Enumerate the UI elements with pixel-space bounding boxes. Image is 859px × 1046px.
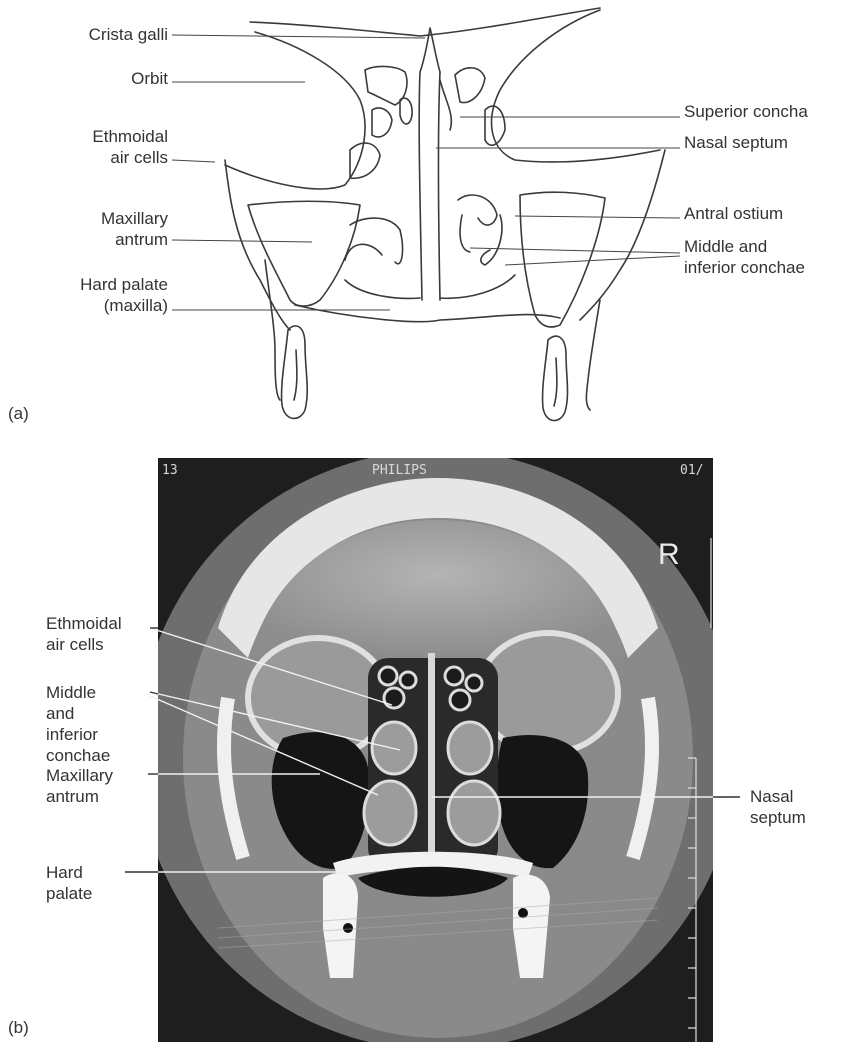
- orientation-marker: R: [658, 538, 680, 572]
- label-crista-galli: Crista galli: [24, 24, 168, 45]
- label-ethmoidal-air-cells-line1: Ethmoidal: [24, 126, 168, 147]
- label-maxillary-antrum-line2: antrum: [24, 229, 168, 250]
- label-b-nasal-septum-line1: Nasal: [750, 786, 793, 807]
- label-b-conchae-line4: conchae: [46, 745, 110, 766]
- label-nasal-septum: Nasal septum: [684, 132, 788, 153]
- ct-scan-image: [158, 458, 713, 1042]
- label-middle-inferior-conchae-line1: Middle and: [684, 236, 767, 257]
- tooth-left: [282, 326, 308, 419]
- scan-slice-number: 13: [162, 463, 178, 478]
- label-b-conchae-line1: Middle: [46, 682, 96, 703]
- label-superior-concha: Superior concha: [684, 101, 808, 122]
- label-hard-palate-line2: (maxilla): [24, 295, 168, 316]
- skull-contour: [250, 8, 600, 36]
- tooth-right: [543, 336, 568, 420]
- orbit-left: [225, 32, 365, 189]
- label-b-conchae-line3: inferior: [46, 724, 98, 745]
- panel-a-letter: (a): [8, 404, 29, 424]
- orbit-right: [492, 10, 660, 162]
- label-b-maxillary-line2: antrum: [46, 786, 99, 807]
- label-b-hard-palate-line1: Hard: [46, 862, 83, 883]
- label-maxillary-antrum-line1: Maxillary: [24, 208, 168, 229]
- panel-b-letter: (b): [8, 1018, 29, 1038]
- hard-palate: [295, 305, 560, 322]
- label-hard-palate-line1: Hard palate: [24, 274, 168, 295]
- label-antral-ostium: Antral ostium: [684, 203, 783, 224]
- label-b-maxillary-line1: Maxillary: [46, 765, 113, 786]
- label-b-nasal-septum-line2: septum: [750, 807, 806, 828]
- label-ethmoidal-air-cells-line2: air cells: [24, 147, 168, 168]
- label-b-hard-palate-line2: palate: [46, 883, 92, 904]
- label-orbit: Orbit: [24, 68, 168, 89]
- label-b-conchae-line2: and: [46, 703, 74, 724]
- septum: [419, 72, 440, 300]
- scan-date-fragment: 01/: [680, 463, 703, 478]
- label-b-ethmoidal-line2: air cells: [46, 634, 104, 655]
- label-b-ethmoidal-line1: Ethmoidal: [46, 613, 122, 634]
- label-middle-inferior-conchae-line2: inferior conchae: [684, 257, 805, 278]
- scan-manufacturer: PHILIPS: [372, 463, 427, 478]
- ct-scan-frame: 13 PHILIPS 01/ R: [158, 458, 713, 1042]
